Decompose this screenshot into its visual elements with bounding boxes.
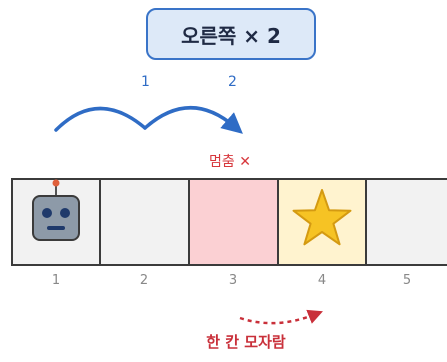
- command-label: 오른쪽 × 2: [181, 23, 281, 48]
- robot-icon: [32, 179, 80, 241]
- jump-arc-2: [143, 106, 243, 134]
- star-icon: [292, 189, 352, 246]
- jump-number-1: 1: [141, 74, 150, 90]
- cell-number-5: 5: [402, 273, 412, 288]
- command-box: 오른쪽 × 2: [146, 8, 316, 60]
- jump-arc-1: [54, 106, 147, 132]
- cell-number-2: 2: [139, 273, 149, 288]
- cell-number-4: 4: [317, 273, 327, 288]
- cell-2: [100, 179, 189, 265]
- stop-label: 멈춤 ✕: [209, 154, 251, 170]
- cell-5: [366, 179, 447, 265]
- jump-number-2: 2: [228, 74, 237, 90]
- shortfall-arrow: [239, 309, 323, 325]
- shortfall-label: 한 칸 모자람: [206, 333, 286, 351]
- cell-number-3: 3: [228, 273, 238, 288]
- cell-3: [189, 179, 278, 265]
- cell-number-1: 1: [51, 273, 61, 288]
